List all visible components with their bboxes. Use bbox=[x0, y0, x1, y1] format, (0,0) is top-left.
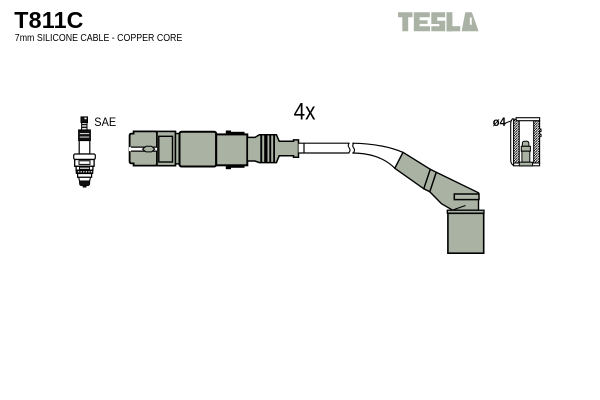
svg-text:SAE: SAE bbox=[94, 115, 116, 129]
svg-text:4x: 4x bbox=[294, 98, 316, 125]
svg-text:ø4: ø4 bbox=[493, 115, 506, 129]
svg-text:7mm SILICONE CABLE - COPPER CO: 7mm SILICONE CABLE - COPPER CORE bbox=[15, 33, 183, 44]
svg-text:T811C: T811C bbox=[14, 7, 83, 33]
